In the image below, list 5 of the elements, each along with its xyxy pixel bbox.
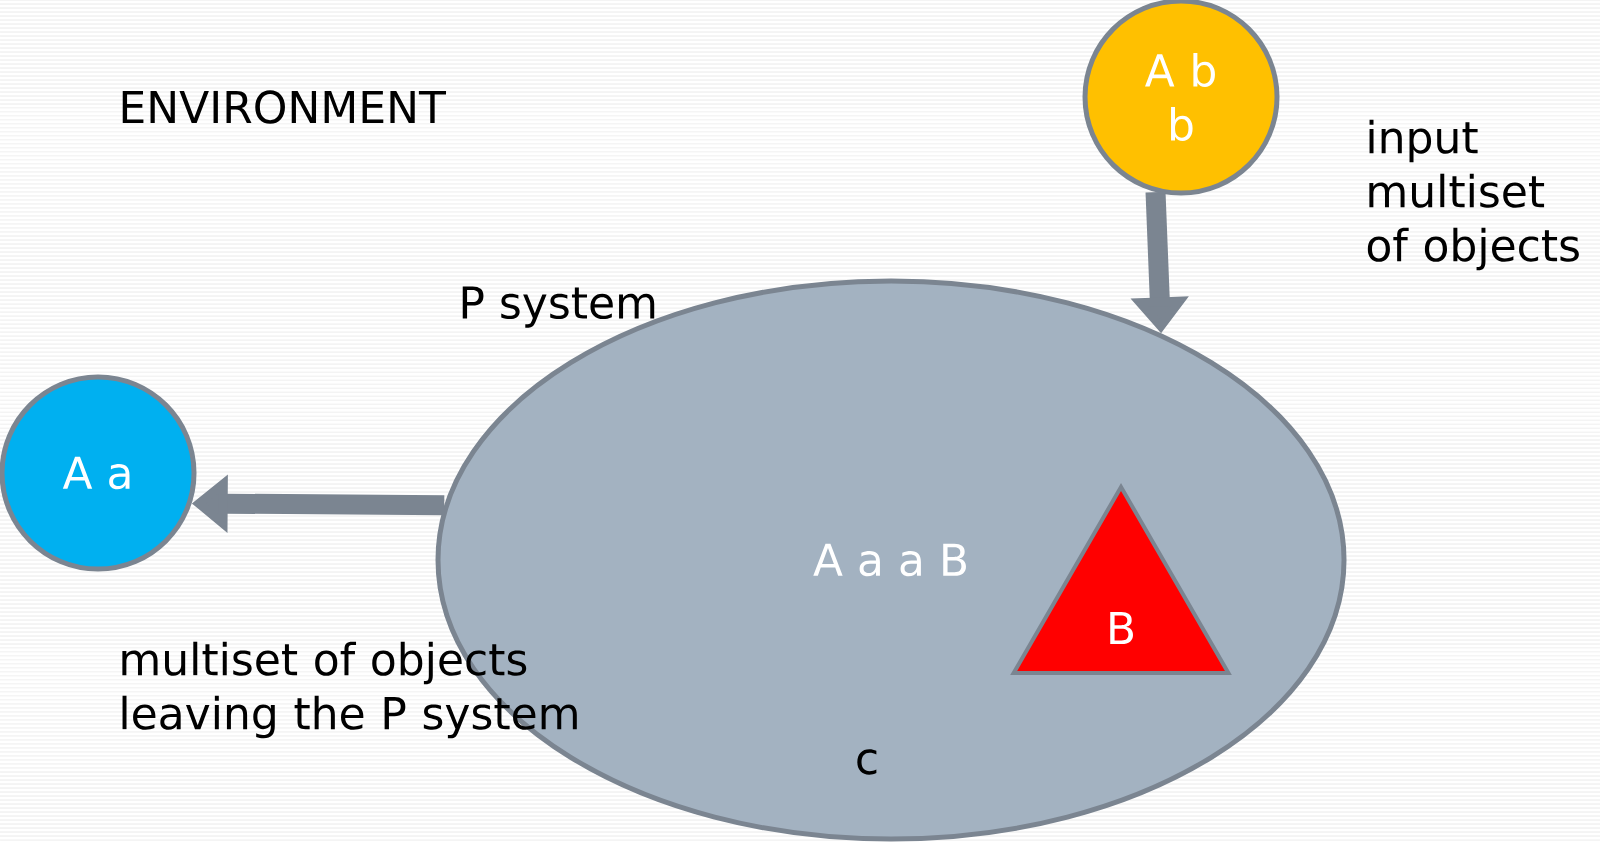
note-text: input multiset of objects xyxy=(1367,119,1579,271)
ellipse-text: c xyxy=(857,749,877,775)
note-text: multiset of objects leaving the P system xyxy=(122,641,577,739)
label-text: ENVIRONMENT xyxy=(122,90,446,124)
ellipse-title: P system xyxy=(462,286,655,328)
